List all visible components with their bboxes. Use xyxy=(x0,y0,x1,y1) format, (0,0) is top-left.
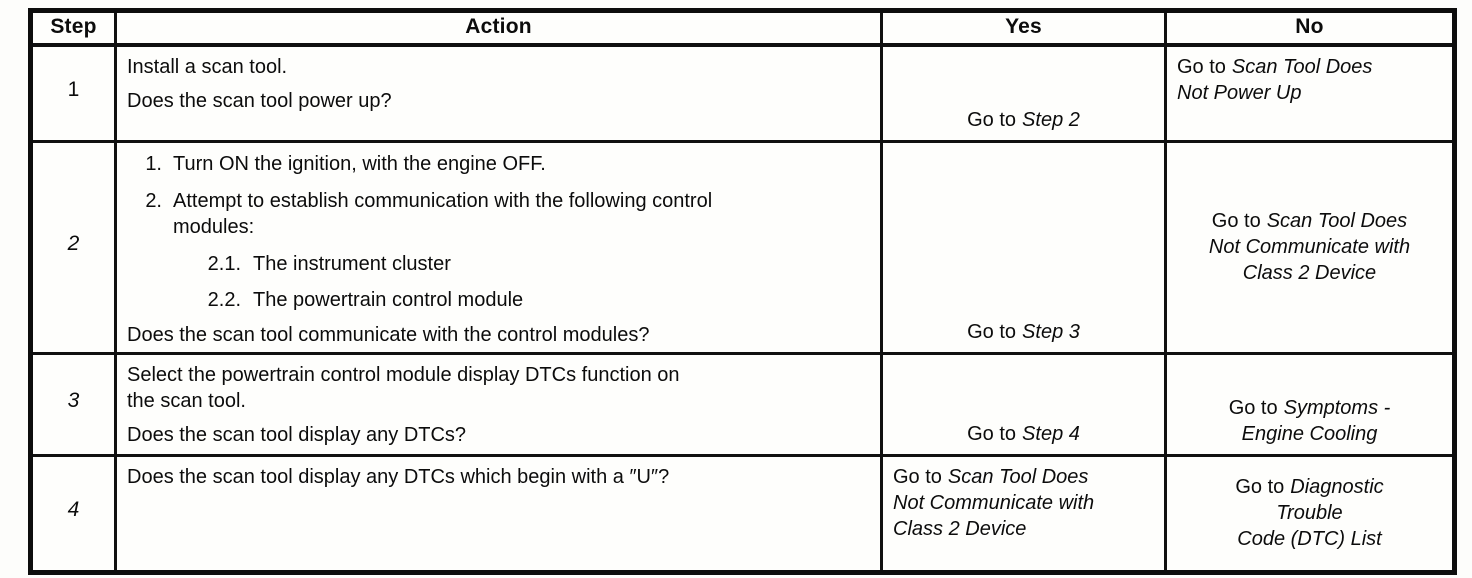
action-text: Install a scan tool. xyxy=(127,56,288,78)
goto-target: Step 2 xyxy=(1022,108,1080,131)
action-question: Does the scan tool power up? xyxy=(127,90,392,112)
action-cell: Install a scan tool. Does the scan tool … xyxy=(114,43,883,143)
action-question: Does the scan tool display any DTCs? xyxy=(127,423,467,446)
goto-prefix: Go to xyxy=(1177,56,1226,78)
list-number: 1. xyxy=(145,152,162,175)
action-question: Does the scan tool communicate with the … xyxy=(127,323,650,346)
column-header-no: No xyxy=(1164,9,1456,47)
list-text: Turn ON the ignition, with the engine OF… xyxy=(173,152,546,175)
step-number: 1 xyxy=(29,43,117,143)
action-cell: Select the powertrain control module dis… xyxy=(114,351,883,457)
list-text: Attempt to establish communication with … xyxy=(173,189,713,238)
list-item: 2. Attempt to establish communication wi… xyxy=(142,188,868,240)
list-number: 2.1. xyxy=(207,252,241,275)
action-question: Does the scan tool display any DTCs whic… xyxy=(127,465,670,488)
list-number: 2. xyxy=(145,189,162,212)
goto-prefix: Go to xyxy=(967,422,1017,445)
goto-target: Symptoms - Engine Cooling xyxy=(1241,396,1391,445)
goto-prefix: Go to xyxy=(1211,210,1261,232)
action-cell: Does the scan tool display any DTCs whic… xyxy=(114,453,883,574)
goto-prefix: Go to xyxy=(967,108,1017,131)
column-header-yes: Yes xyxy=(880,9,1167,47)
list-item: 1. Turn ON the ignition, with the engine… xyxy=(142,151,868,177)
table-row-step-2: 2 1. Turn ON the ignition, with the engi… xyxy=(29,139,1456,355)
goto-target: Diagnostic Trouble Code (DTC) List xyxy=(1237,476,1384,550)
sub-list-item: 2.1. The instrument cluster xyxy=(205,251,868,277)
goto-target: Step 4 xyxy=(1022,422,1080,445)
sub-list-item: 2.2. The powertrain control module xyxy=(205,287,868,313)
step-number: 4 xyxy=(29,453,117,574)
list-text: The instrument cluster xyxy=(253,252,451,275)
list-number: 2.2. xyxy=(207,288,241,311)
step-number: 2 xyxy=(29,139,117,355)
goto-target: Step 3 xyxy=(1022,320,1080,343)
table-row-step-3: 3 Select the powertrain control module d… xyxy=(29,351,1456,457)
step-number: 3 xyxy=(29,351,117,457)
goto-prefix: Go to xyxy=(893,465,942,488)
goto-prefix: Go to xyxy=(1228,396,1278,419)
goto-prefix: Go to xyxy=(967,320,1017,343)
header-row: Step Action Yes No xyxy=(29,9,1456,47)
list-text: The powertrain control module xyxy=(253,288,524,311)
column-header-action: Action xyxy=(114,9,883,47)
table-row-step-1: 1 Install a scan tool. Does the scan too… xyxy=(29,43,1456,143)
action-cell: 1. Turn ON the ignition, with the engine… xyxy=(114,139,883,355)
goto-prefix: Go to xyxy=(1235,476,1285,498)
table-row-step-4: 4 Does the scan tool display any DTCs wh… xyxy=(29,453,1456,574)
goto-target: Scan Tool Does Not Power Up xyxy=(1177,56,1373,104)
column-header-step: Step xyxy=(29,9,117,47)
action-text: Select the powertrain control module dis… xyxy=(127,363,680,412)
goto-target: Scan Tool Does Not Communicate with Clas… xyxy=(893,465,1095,540)
diagnostic-table: Step Action Yes No 1 Install a scan tool… xyxy=(28,8,1457,575)
goto-target: Scan Tool Does Not Communicate with Clas… xyxy=(1208,210,1411,284)
